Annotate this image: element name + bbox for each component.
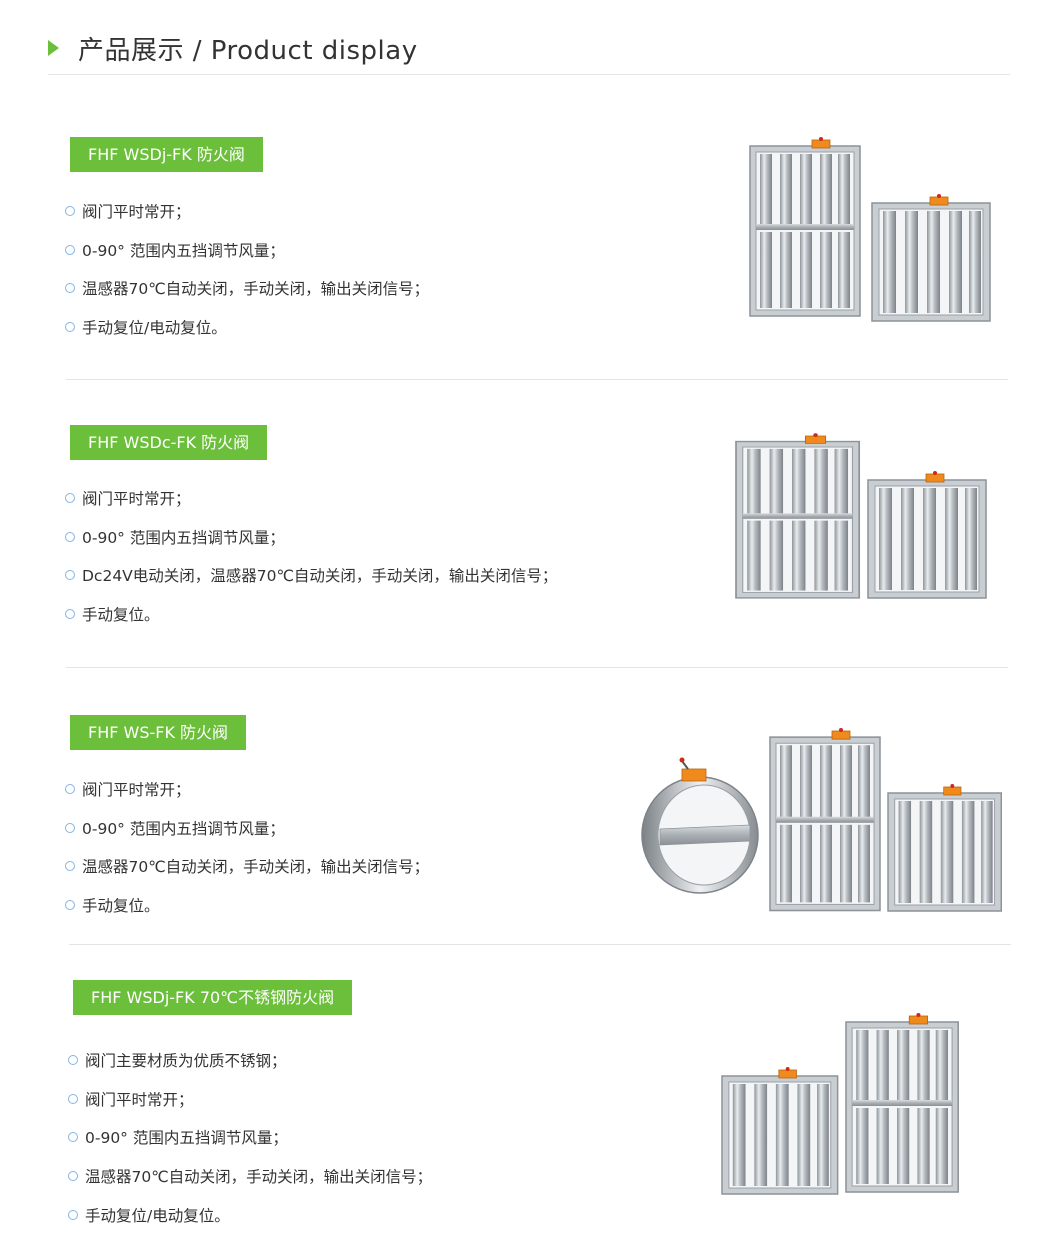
circle-bullet-icon — [65, 244, 75, 255]
feature-item: 0-90° 范围内五挡调节风量； — [68, 1118, 432, 1157]
feature-item: 温感器70℃自动关闭，手动关闭，输出关闭信号； — [68, 1157, 432, 1196]
circle-bullet-icon — [65, 784, 75, 795]
product-tag: FHF WSDc-FK 防火阀 — [70, 425, 268, 460]
product-tag: FHF WS-FK 防火阀 — [70, 715, 247, 750]
feature-item: 阀门平时常开； — [65, 479, 557, 518]
section-divider — [66, 667, 1008, 668]
feature-item: 阀门平时常开； — [65, 770, 429, 809]
circle-bullet-icon — [65, 531, 75, 542]
circle-bullet-icon — [68, 1209, 78, 1220]
feature-item: 阀门平时常开； — [65, 192, 429, 231]
feature-item: 0-90° 范围内五挡调节风量； — [65, 231, 429, 270]
circle-bullet-icon — [65, 861, 75, 872]
circle-bullet-icon — [65, 822, 75, 833]
product-image — [735, 432, 987, 599]
section-divider — [66, 379, 1008, 380]
feature-item: 温感器70℃自动关闭，手动关闭，输出关闭信号； — [65, 269, 429, 308]
product-image — [641, 727, 1003, 912]
circle-bullet-icon — [68, 1055, 78, 1066]
circle-bullet-icon — [65, 206, 75, 217]
circle-bullet-icon — [65, 609, 75, 620]
circle-bullet-icon — [65, 493, 75, 504]
section-header: 产品展示 / Product display — [48, 26, 1010, 75]
product-image — [721, 1012, 959, 1195]
circle-bullet-icon — [65, 900, 75, 911]
circle-bullet-icon — [68, 1171, 78, 1182]
feature-item: 手动复位。 — [65, 595, 557, 634]
feature-list: 阀门主要材质为优质不锈钢； 阀门平时常开； 0-90° 范围内五挡调节风量； 温… — [68, 1041, 432, 1234]
feature-list: 阀门平时常开； 0-90° 范围内五挡调节风量； Dc24V电动关闭，温感器70… — [65, 479, 557, 633]
feature-item: 温感器70℃自动关闭，手动关闭，输出关闭信号； — [65, 847, 429, 886]
feature-item: 手动复位/电动复位。 — [65, 308, 429, 347]
feature-item: 0-90° 范围内五挡调节风量； — [65, 518, 557, 557]
section-divider — [69, 944, 1011, 945]
feature-item: 手动复位/电动复位。 — [68, 1195, 432, 1234]
product-tag: FHF WSDj-FK 70℃不锈钢防火阀 — [73, 980, 353, 1015]
circle-bullet-icon — [65, 570, 75, 581]
feature-item: 阀门平时常开； — [68, 1080, 432, 1119]
feature-list: 阀门平时常开； 0-90° 范围内五挡调节风量； 温感器70℃自动关闭，手动关闭… — [65, 770, 429, 924]
feature-list: 阀门平时常开； 0-90° 范围内五挡调节风量； 温感器70℃自动关闭，手动关闭… — [65, 192, 429, 346]
feature-item: 0-90° 范围内五挡调节风量； — [65, 809, 429, 848]
feature-item: 手动复位。 — [65, 886, 429, 925]
circle-bullet-icon — [68, 1093, 78, 1104]
feature-item: 阀门主要材质为优质不锈钢； — [68, 1041, 432, 1080]
circle-bullet-icon — [65, 283, 75, 294]
circle-bullet-icon — [65, 322, 75, 333]
product-tag: FHF WSDj-FK 防火阀 — [70, 137, 263, 172]
page-title: 产品展示 / Product display — [78, 36, 418, 66]
product-image — [749, 136, 991, 322]
circle-bullet-icon — [68, 1132, 78, 1143]
feature-item: Dc24V电动关闭，温感器70℃自动关闭，手动关闭，输出关闭信号； — [65, 556, 557, 595]
triangle-right-icon — [48, 40, 59, 56]
